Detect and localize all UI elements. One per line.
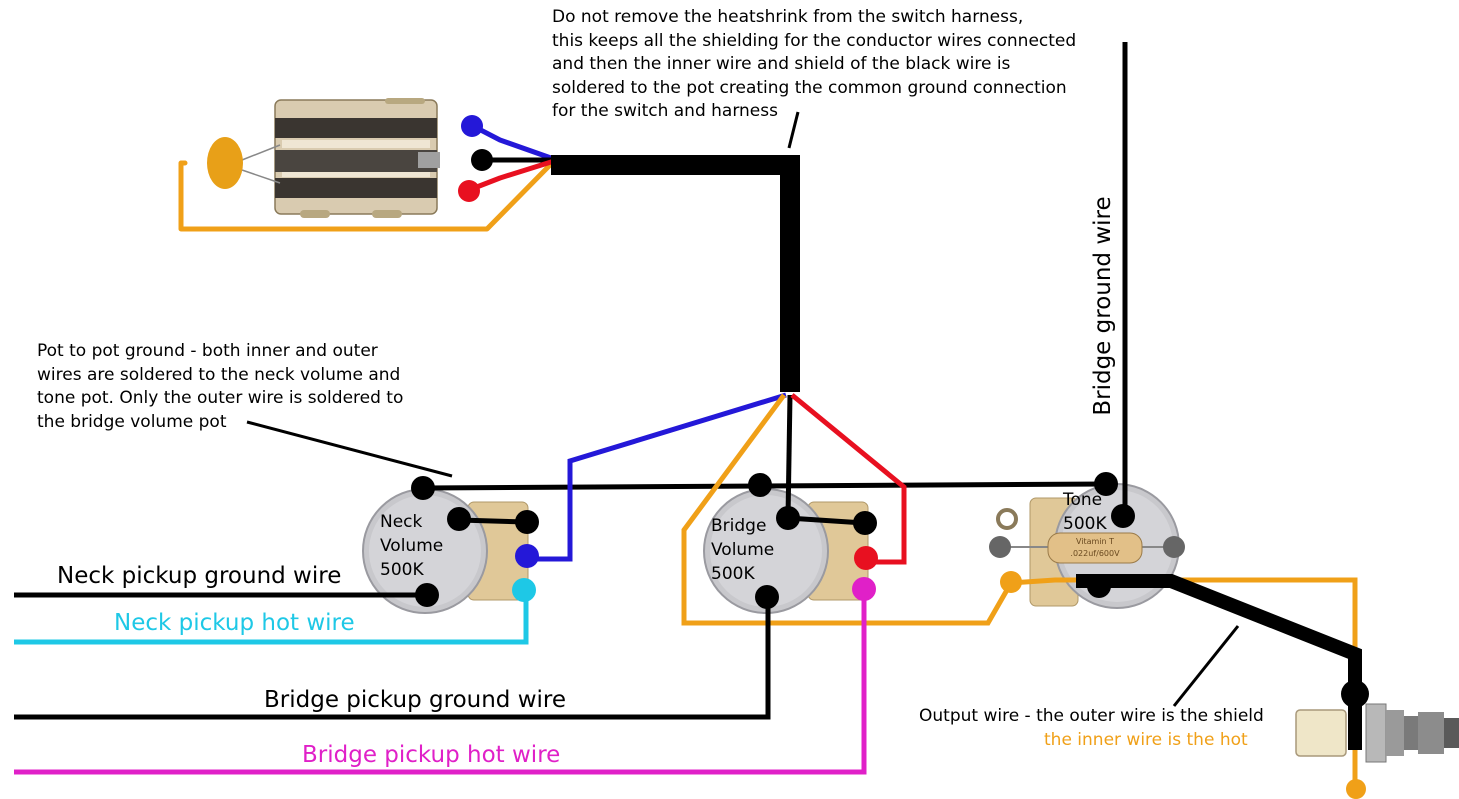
tone-capacitor — [1047, 532, 1143, 564]
neck-hot-wire — [14, 592, 529, 645]
output-note-line-2: the inner wire is the hot — [1044, 730, 1248, 750]
bridge-ground-wire — [14, 598, 771, 720]
pot-label-line: 500K — [1063, 514, 1107, 534]
harness-orange-wire — [681, 393, 1014, 626]
capacitor-label: Vitamin T — [1076, 537, 1114, 546]
tone-pot-ground-lug — [1094, 472, 1118, 496]
neck-pot-ground-lug — [411, 476, 435, 500]
neck-ground-label: Neck pickup ground wire — [57, 563, 342, 589]
note-line: for the switch and harness — [552, 101, 778, 121]
neck-pot-lug-2 — [515, 510, 539, 534]
output-pointer — [1172, 625, 1240, 707]
bridge-pot-ground-lug — [748, 473, 772, 497]
bridge-pot-lug-1 — [776, 506, 800, 530]
tone-pot-output-lug — [1087, 574, 1111, 598]
pot-label-line: Volume — [711, 540, 775, 560]
switch-black-lug — [471, 149, 493, 171]
toggle-switch — [207, 98, 440, 218]
switch-blue-wire — [470, 123, 554, 161]
neck-hot-label: Neck pickup hot wire — [114, 610, 355, 636]
pot-label-line: 500K — [380, 560, 424, 580]
bridge-pot-lug-2 — [853, 511, 877, 535]
note-line: the bridge volume pot — [37, 411, 227, 432]
switch-harness-cable — [551, 155, 800, 392]
note-line: wires are soldered to the neck volume an… — [37, 364, 401, 385]
note-line: soldered to the pot creating the common … — [552, 77, 1067, 98]
bridge-ground-vertical-label: Bridge ground wire — [1090, 196, 1116, 416]
note-line: Do not remove the heatshrink from the sw… — [552, 7, 1024, 27]
tone-pot-bridge-lug — [1111, 504, 1135, 528]
bridge-pot-magenta-lug — [852, 577, 876, 601]
pot-ground-pointer — [246, 420, 453, 478]
heatshrink-note: Do not remove the heatshrink from the sw… — [552, 6, 1076, 124]
harness-blue-wire — [527, 392, 787, 562]
pot-label-line: Neck — [380, 512, 423, 532]
note-line: and then the inner wire and shield of th… — [552, 54, 1011, 74]
bridge-hot-wire — [14, 589, 867, 775]
note-line: tone pot. Only the outer wire is soldere… — [37, 388, 404, 408]
harness-red-wire — [790, 393, 907, 565]
heatshrink-pointer — [787, 111, 800, 149]
neck-pot-lug-1 — [447, 507, 471, 531]
tone-pot-label: Tone 500K — [1063, 488, 1107, 536]
gray-lug-left — [989, 536, 1011, 558]
pot-ground-note: Pot to pot ground - both inner and outer… — [37, 340, 403, 434]
jack-hot-lug — [1346, 779, 1366, 799]
output-note-line-1: Output wire - the outer wire is the shie… — [919, 706, 1264, 726]
gray-lug-right — [1163, 536, 1185, 558]
bridge-ground-label: Bridge pickup ground wire — [264, 687, 567, 713]
harness-black-wire — [785, 394, 793, 519]
switch-orange-wire — [178, 160, 554, 232]
jack-ground-lug — [1341, 680, 1369, 708]
capacitor-disc — [207, 137, 243, 189]
bridge-pot-ground-lug-2 — [755, 585, 779, 609]
neck-pot-label: Neck Volume 500K — [380, 510, 443, 582]
svg-text:.022uf/600V: .022uf/600V — [1070, 549, 1120, 558]
neck-pot-ground-lug-2 — [415, 583, 439, 607]
switch-red-wire — [466, 159, 554, 193]
output-hot-wire — [1010, 577, 1358, 790]
pot-label-line: Tone — [1063, 490, 1103, 510]
neck-pot-cyan-lug — [512, 578, 536, 602]
pot-label-line: Volume — [380, 536, 444, 556]
note-line: this keeps all the shielding for the con… — [552, 30, 1077, 51]
pot-label-line: 500K — [711, 564, 755, 584]
output-jack — [1295, 703, 1459, 763]
pot-label-line: Bridge — [711, 516, 767, 536]
tone-pot-orange-lug — [1000, 571, 1022, 593]
bridge-pot-red-lug — [854, 546, 878, 570]
switch-red-lug — [458, 180, 480, 202]
neck-pot-blue-lug — [515, 544, 539, 568]
note-line: Pot to pot ground - both inner and outer — [37, 341, 378, 361]
switch-blue-lug — [461, 115, 483, 137]
bridge-pot-label: Bridge Volume 500K — [711, 514, 774, 586]
bridge-hot-label: Bridge pickup hot wire — [302, 742, 561, 768]
